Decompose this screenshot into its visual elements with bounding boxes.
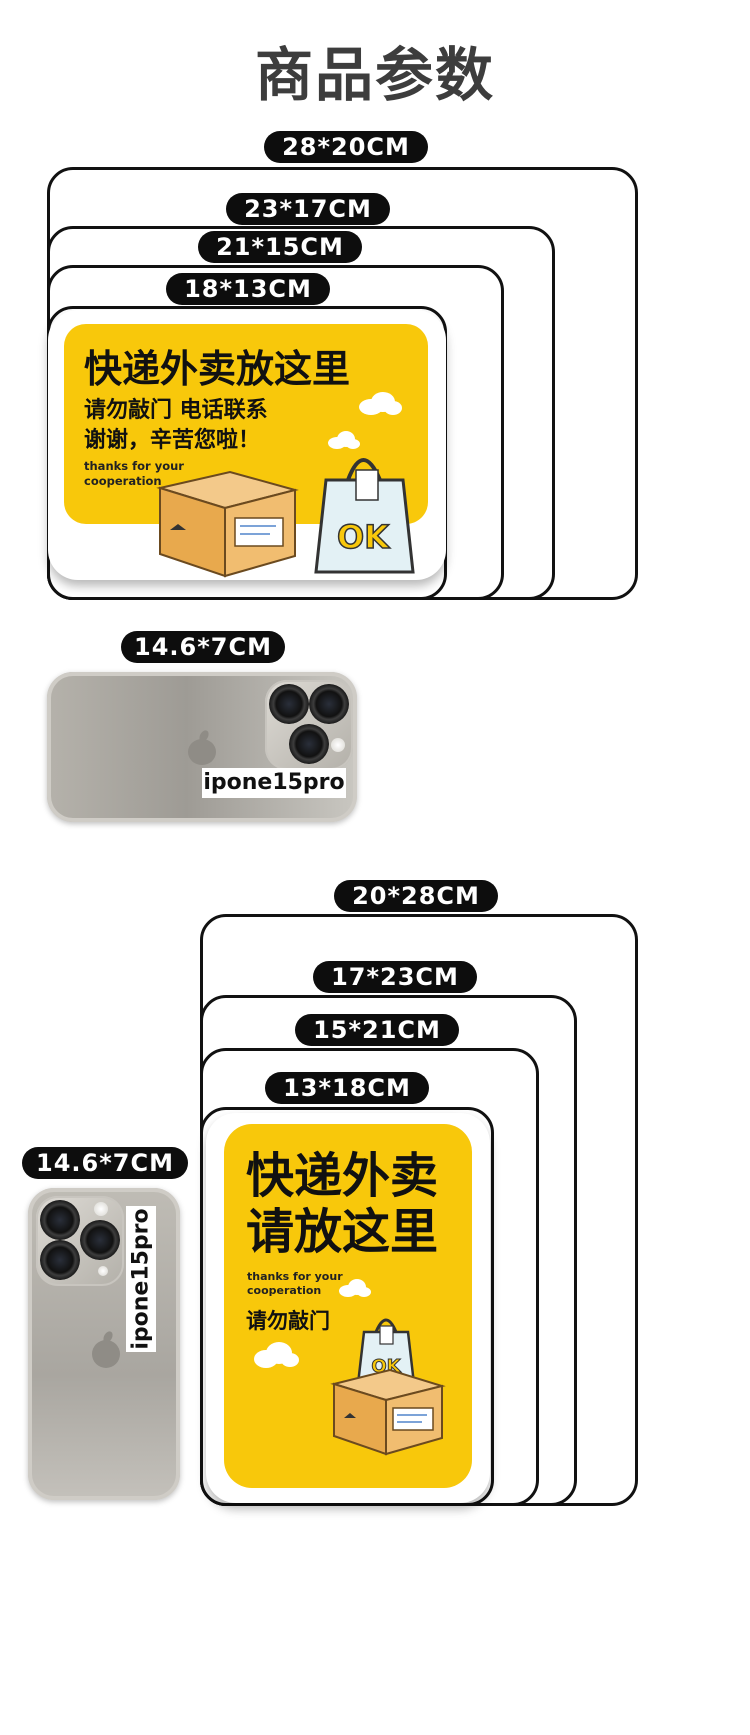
camera-module [265,680,353,770]
sensor-icon [98,1266,108,1276]
camera-lens-icon [40,1200,80,1240]
sticker-line-1: 请勿敲门 电话联系 [84,398,268,423]
cloud-icon [359,392,402,415]
camera-lens-icon [40,1240,80,1280]
phone-vertical: ipone15pro [28,1188,180,1500]
cloud-icon [254,1342,299,1368]
phone-model-label: ipone15pro [202,768,346,798]
flash-icon [94,1202,108,1216]
sticker-headline: 快递外卖放这里 [84,347,351,391]
phone-size-label-bottom: 14.6*7CM [22,1147,188,1179]
flash-icon [331,738,345,752]
size-label-23x17: 23*17CM [226,193,390,225]
cloud-icon [328,431,360,449]
size-label-17x23: 17*23CM [313,961,477,993]
phone-horizontal: ipone15pro [47,672,357,822]
package-box-icon [330,1368,446,1456]
size-label-13x18: 13*18CM [265,1072,429,1104]
size-label-15x21: 15*21CM [295,1014,459,1046]
camera-module [36,1196,124,1286]
shopping-bag-icon: OK [314,458,415,574]
apple-logo-icon [92,1331,120,1368]
camera-lens-icon [289,724,329,764]
phone-model-label-vertical: ipone15pro [126,1206,156,1352]
cloud-icon [339,1279,371,1297]
bag-ok-text: OK [337,518,390,556]
sticker-headline-2: 请放这里 [246,1204,439,1260]
sticker-english: thanks for your cooperation [247,1270,343,1297]
sticker-line-2: 谢谢，辛苦您啦！ [84,428,261,453]
sticker-headline-1: 快递外卖 [246,1148,439,1204]
package-box-icon [156,470,299,578]
sticker-line-1: 请勿敲门 [246,1309,330,1333]
sticker-english: thanks for your cooperation [84,459,184,488]
camera-lens-icon [269,684,309,724]
size-label-20x28: 20*28CM [334,880,498,912]
camera-lens-icon [80,1220,120,1260]
phone-size-label: 14.6*7CM [121,631,285,663]
size-label-18x13: 18*13CM [166,273,330,305]
page-title: 商品参数 [254,41,495,109]
size-label-21x15: 21*15CM [198,231,362,263]
camera-lens-icon [309,684,349,724]
apple-logo-icon [188,730,216,765]
size-label-28x20: 28*20CM [264,131,428,163]
